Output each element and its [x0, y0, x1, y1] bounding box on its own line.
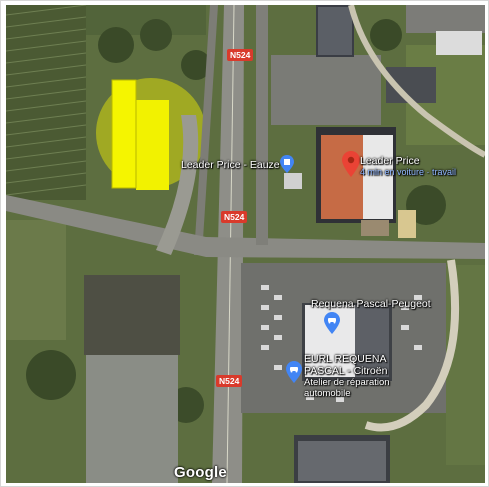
- place-subtitle-leader-price: 4 min en voiture · travail: [360, 167, 457, 177]
- place-label-eurl-requena-line1[interactable]: EURL REQUENA: [304, 353, 387, 365]
- map-imagery: [6, 5, 485, 483]
- road-shield-top: N524: [227, 49, 254, 61]
- road-shield-middle: N524: [221, 211, 248, 223]
- road-shield-bottom: N524: [216, 375, 243, 387]
- place-desc-line2: automobile: [304, 388, 351, 399]
- place-label-leader-price[interactable]: Leader Price: [360, 155, 420, 167]
- place-label-leader-price-eauze[interactable]: Leader Price - Eauze: [181, 159, 280, 171]
- place-label-eurl-requena-line2[interactable]: PASCAL - Citroën: [304, 365, 388, 377]
- place-label-requena-peugeot[interactable]: Requena Pascal-Peugeot: [311, 298, 431, 310]
- google-logo: Google: [174, 464, 227, 481]
- satellite-map[interactable]: N524 N524 N524 Leader Price - Eauze Lead…: [6, 5, 485, 483]
- place-desc-line1: Atelier de réparation: [304, 377, 390, 388]
